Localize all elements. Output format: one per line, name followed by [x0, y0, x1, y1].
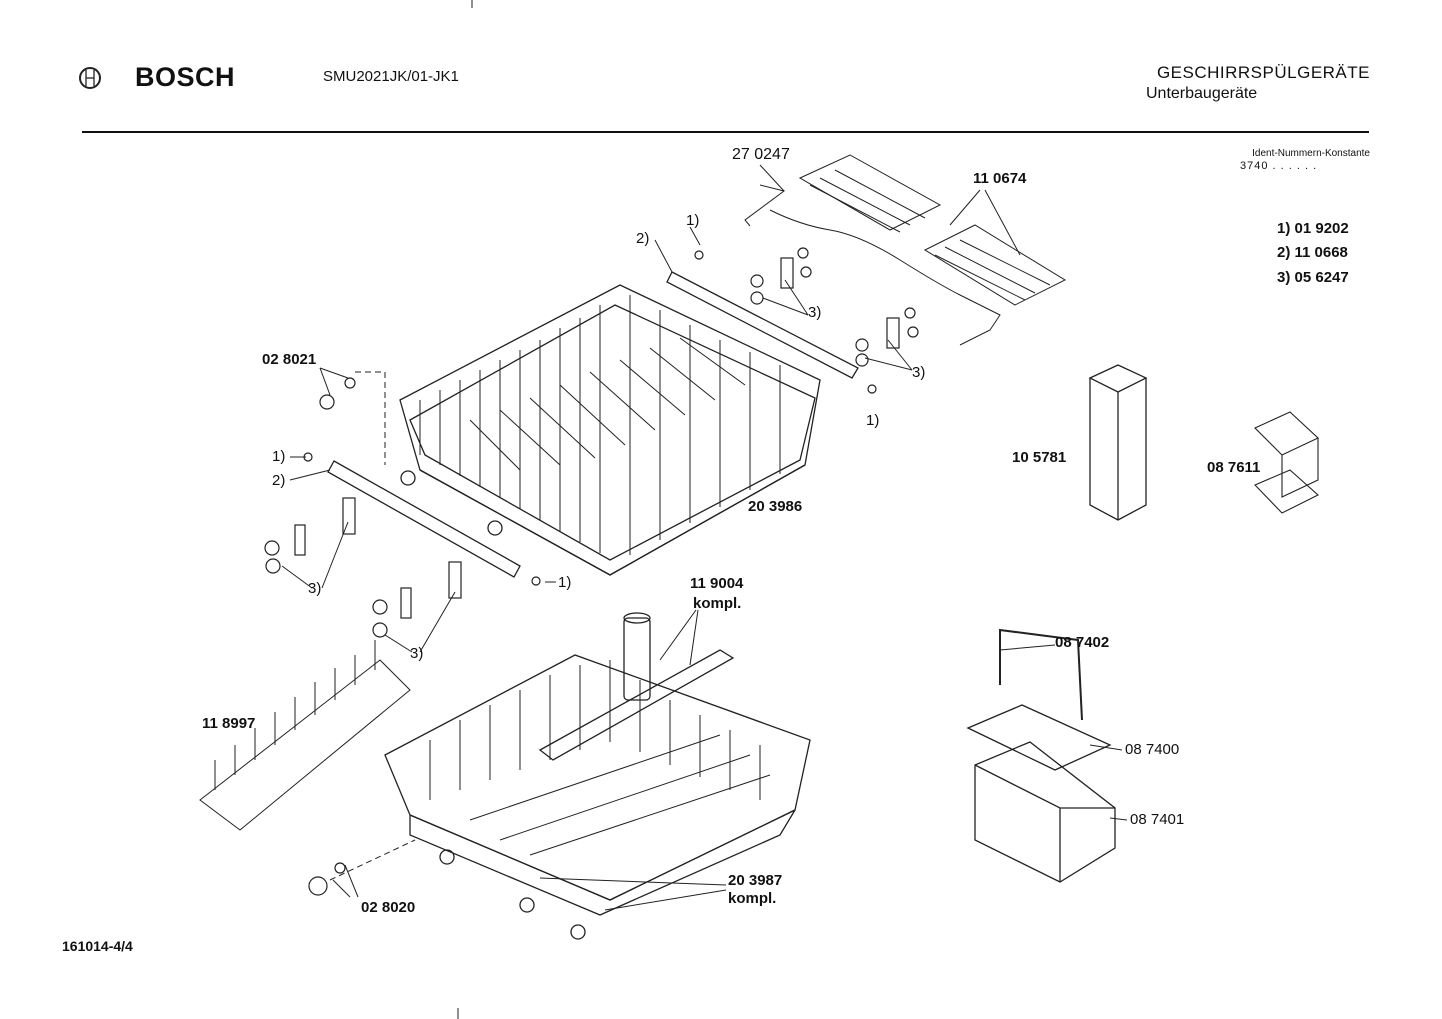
- cutlery-basket-drawing: [966, 628, 1116, 883]
- drawing-number: 161014-4/4: [62, 938, 133, 954]
- holder-08-7611-drawing: [1254, 411, 1319, 514]
- category-subtitle: Unterbaugeräte: [1146, 85, 1258, 102]
- category-title: GESCHIRRSPÜLGERÄTE: [1156, 63, 1370, 82]
- part-label: 11 0674: [973, 170, 1027, 187]
- part-label: 10 5781: [1012, 449, 1067, 466]
- part-label: 08 7402: [1055, 634, 1110, 651]
- part-label: 27 0247: [732, 146, 790, 163]
- container-10-5781-drawing: [1088, 364, 1148, 521]
- ident-title: Ident-Nummern-Konstante: [1252, 148, 1370, 159]
- spray-arm-drawing: [538, 612, 735, 761]
- callout: 3): [912, 364, 926, 381]
- model-number: SMU2021JK/01-JK1: [323, 68, 459, 85]
- callout: 1): [272, 448, 286, 465]
- bosch-logo-icon: [79, 67, 101, 89]
- ident-value: 3740 . . . . . .: [1240, 160, 1318, 172]
- part-label: 20 3986: [748, 498, 803, 515]
- callout: 1): [866, 412, 880, 429]
- callout: 3): [808, 304, 822, 321]
- callout: 1): [686, 212, 700, 229]
- part-label: 08 7401: [1130, 811, 1185, 828]
- footnote-3: 3) 05 6247: [1277, 269, 1349, 286]
- part-label: 20 3987: [728, 872, 783, 889]
- knife-rack-drawing: [744, 154, 1067, 346]
- rail-upper-left: [327, 460, 521, 578]
- lower-basket-drawing: [384, 654, 811, 940]
- part-label: kompl.: [728, 890, 777, 907]
- part-label: 08 7611: [1207, 459, 1261, 476]
- header-divider: [82, 131, 1369, 133]
- callout: 3): [410, 645, 424, 662]
- brand-name: BOSCH: [135, 62, 236, 92]
- footnote-1: 1) 01 9202: [1277, 220, 1349, 237]
- part-label: 02 8021: [262, 351, 317, 368]
- part-label: 02 8020: [361, 899, 416, 916]
- part-label: 08 7400: [1125, 741, 1180, 758]
- part-label: 11 8997: [202, 715, 256, 732]
- rail-upper-right: [666, 271, 859, 379]
- callout: 2): [272, 472, 286, 489]
- part-label: kompl.: [693, 595, 742, 612]
- callout: 2): [636, 230, 650, 247]
- footnote-2: 2) 11 0668: [1277, 244, 1348, 261]
- rack-11-8997-drawing: [199, 640, 411, 831]
- callout: 3): [308, 580, 322, 597]
- callout: 1): [558, 574, 572, 591]
- upper-basket-drawing: [399, 284, 821, 576]
- part-label: 11 9004: [690, 575, 744, 592]
